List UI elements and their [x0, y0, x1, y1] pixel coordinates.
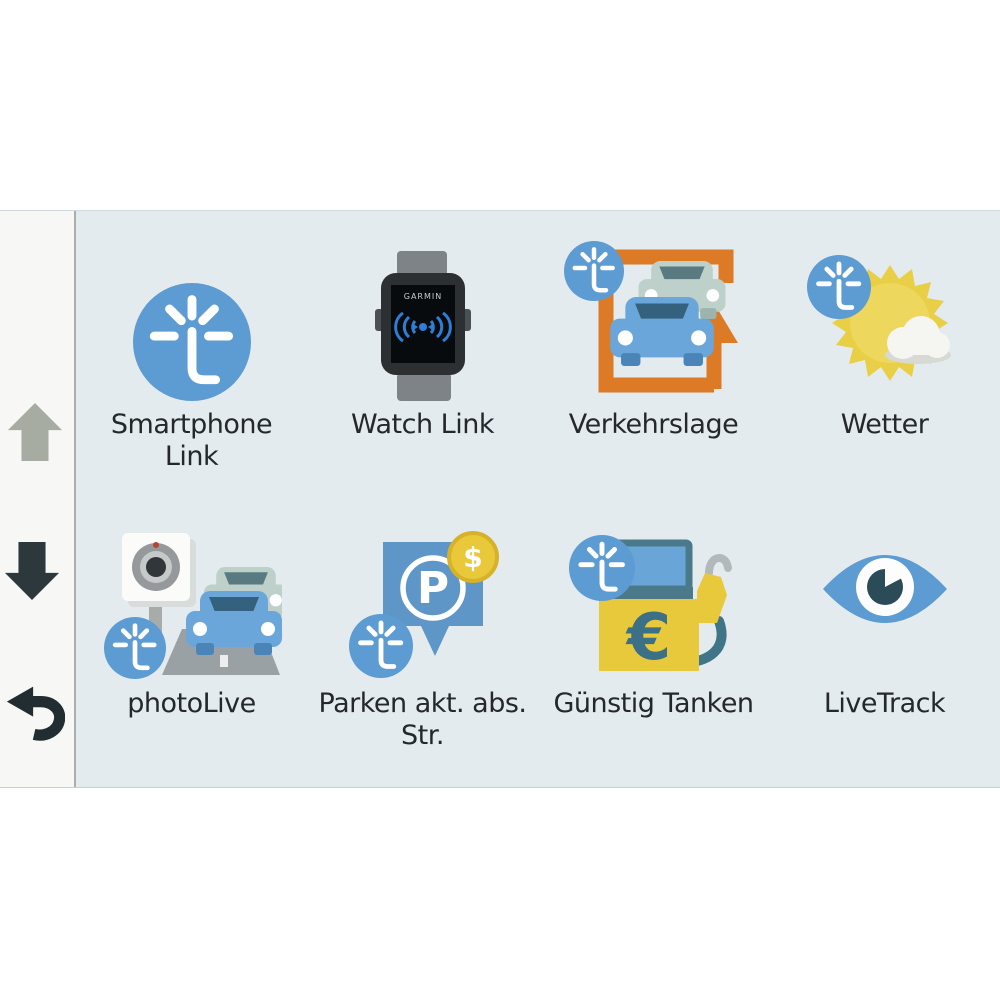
label-line: Wetter	[840, 409, 929, 440]
coin-icon	[446, 531, 499, 583]
weather-iconbox	[805, 211, 965, 401]
euro-glyph: €	[624, 601, 671, 675]
fuel-iconbox: €	[569, 503, 739, 680]
smartphone-link-badge-icon	[807, 255, 871, 319]
cloud-icon	[884, 316, 951, 364]
label-line: Günstig Tanken	[553, 688, 754, 719]
label-line: Link	[164, 441, 219, 473]
label-line: Watch Link	[351, 409, 494, 440]
app-guenstig-tanken[interactable]: € Günstig Tanken	[538, 503, 769, 787]
app-wetter[interactable]: Wetter	[769, 211, 1000, 503]
label-line: photoLive	[127, 688, 256, 719]
smartphone-link-badge-icon	[104, 617, 166, 679]
app-label: Verkehrslage	[568, 409, 739, 441]
app-parken[interactable]: P $ Parken akt. abs. Str.	[307, 503, 538, 787]
app-photolive[interactable]: photoLive	[76, 503, 307, 787]
smartphone-link-badge-icon	[564, 241, 624, 301]
arrow-up-icon	[7, 403, 63, 461]
smartphone-link-iconbox	[133, 211, 251, 401]
parking-icon: P $	[343, 531, 499, 680]
weather-icon	[805, 251, 951, 381]
photolive-icon	[102, 533, 282, 680]
watch-brand-text: GARMIN	[403, 292, 441, 301]
livetrack-eye-icon	[822, 554, 947, 623]
watch-link-icon: GARMIN	[374, 251, 471, 401]
app-label: Parken akt. abs. Str.	[319, 688, 527, 753]
label-line: Str.	[401, 720, 444, 752]
app-livetrack[interactable]: LiveTrack	[769, 503, 1000, 787]
app-watch-link[interactable]: GARMIN	[307, 211, 538, 503]
app-label: Wetter	[841, 409, 929, 441]
app-label: Smartphone Link	[110, 409, 273, 474]
label-line: Smartphone	[110, 409, 273, 440]
apps-grid: Smartphone Link GARMIN	[76, 211, 1000, 787]
traffic-iconbox	[564, 211, 744, 401]
app-label: Watch Link	[351, 409, 494, 441]
traffic-icon	[564, 241, 738, 393]
parking-p-glyph: P	[416, 563, 448, 614]
smartphone-link-badge-icon	[349, 614, 413, 678]
smartphone-link-badge-icon	[569, 535, 635, 601]
smartphone-link-icon	[133, 283, 251, 401]
app-label: Günstig Tanken	[553, 688, 754, 720]
app-label: LiveTrack	[823, 688, 946, 720]
back-button[interactable]	[5, 679, 65, 743]
app-smartphone-link[interactable]: Smartphone Link	[76, 211, 307, 503]
livetrack-iconbox	[815, 503, 955, 680]
parking-iconbox: P $	[343, 503, 503, 680]
apps-panel: Smartphone Link GARMIN	[0, 210, 1000, 788]
dollar-glyph: $	[463, 541, 482, 574]
label-line: Parken akt. abs.	[318, 688, 527, 719]
fuel-icon: €	[569, 535, 732, 675]
scroll-down-button[interactable]	[3, 539, 61, 603]
app-verkehrslage[interactable]: Verkehrslage	[538, 211, 769, 503]
label-line: Verkehrslage	[568, 409, 739, 440]
label-line: LiveTrack	[823, 688, 946, 719]
arrow-down-icon	[4, 542, 60, 600]
scroll-up-button[interactable]	[6, 399, 64, 465]
watch-link-iconbox: GARMIN	[373, 211, 473, 401]
app-label: photoLive	[127, 688, 256, 720]
sidebar	[0, 211, 76, 787]
back-arrow-icon	[6, 686, 65, 741]
photolive-iconbox	[102, 503, 282, 680]
